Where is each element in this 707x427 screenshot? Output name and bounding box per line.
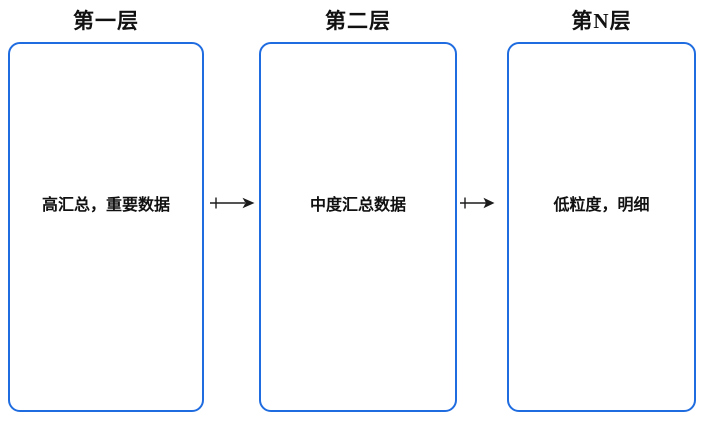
layer-n-title: 第N层 (571, 9, 632, 33)
layer-1-content-label: 高汇总，重要数据 (41, 197, 170, 214)
layer-n-box: 低粒度，明细 (507, 42, 696, 412)
layer-1-box: 高汇总，重要数据 (8, 42, 204, 412)
layer-2-content-label: 中度汇总数据 (309, 197, 406, 214)
right-arrow-with-tail-tick-icon (459, 196, 495, 215)
right-arrow-with-tail-tick-icon (209, 196, 255, 215)
layer-2-box: 中度汇总数据 (259, 42, 457, 412)
layer-n-content-label: 低粒度，明细 (553, 197, 650, 214)
layer-2-title: 第二层 (325, 9, 391, 33)
layer-1-title: 第一层 (73, 9, 139, 33)
